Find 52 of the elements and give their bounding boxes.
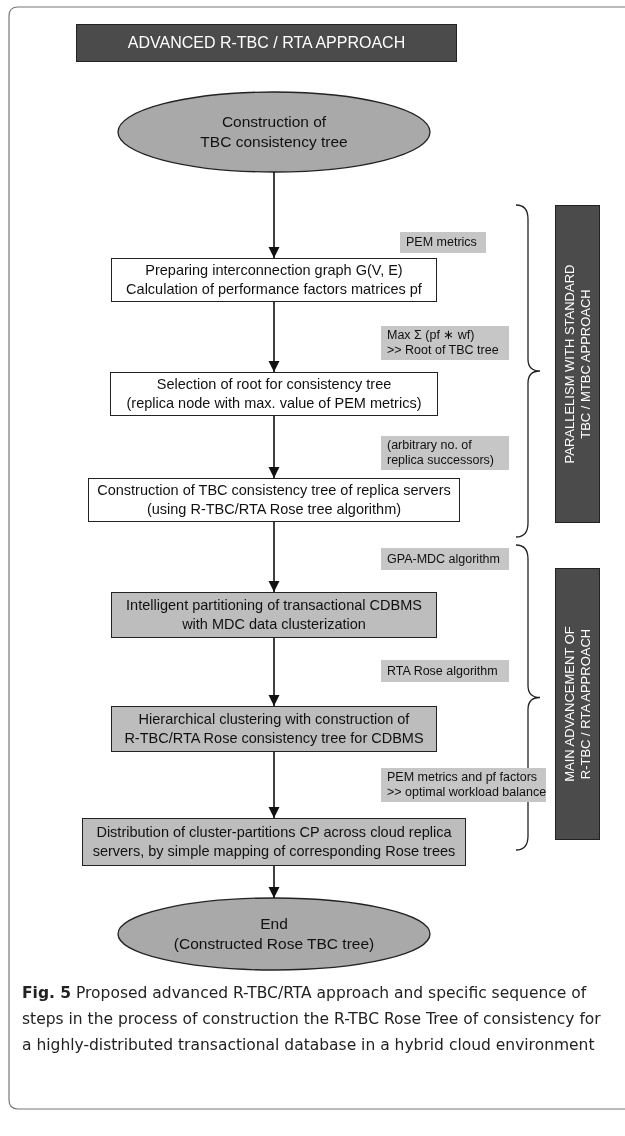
arrow bbox=[268, 171, 280, 259]
annotation-note bbox=[381, 326, 509, 360]
annotation-note bbox=[381, 660, 509, 682]
section-label: R-TBC / RTA APPROACH bbox=[577, 628, 594, 780]
step-text: R-TBC/RTA Rose consistency tree for CDBMS bbox=[124, 729, 424, 748]
note-text: replica successors) bbox=[387, 453, 494, 468]
process-box bbox=[111, 258, 437, 302]
note-text: PEM metrics bbox=[406, 235, 477, 250]
terminal-label: TBC consistency tree bbox=[200, 132, 348, 152]
step-text: Selection of root for consistency tree bbox=[156, 375, 392, 394]
terminal-label: End bbox=[260, 914, 288, 934]
arrow bbox=[268, 751, 280, 819]
section-label: PARALLELISM WITH STANDARD bbox=[561, 264, 578, 464]
process-box bbox=[111, 706, 437, 752]
step-text: (replica node with max. value of PEM metrics) bbox=[126, 394, 422, 413]
arrow bbox=[268, 521, 280, 593]
step-text: Distribution of cluster-partitions CP across cloud replica bbox=[96, 823, 452, 842]
arrow bbox=[268, 865, 280, 899]
note-text: (arbitrary no. of bbox=[387, 438, 472, 453]
section-label: TBC / MTBC APPROACH bbox=[577, 289, 594, 439]
step-text: Intelligent partitioning of transactional CDBMS bbox=[126, 596, 422, 615]
process-box bbox=[82, 818, 466, 866]
step-text: Preparing interconnection graph G(V, E) bbox=[145, 261, 403, 280]
step-text: Calculation of performance factors matrices pf bbox=[126, 280, 422, 299]
annotation-note bbox=[381, 768, 546, 802]
arrow bbox=[268, 415, 280, 479]
note-text: Max Σ (pf ∗ wf) bbox=[387, 328, 475, 343]
annotation-note bbox=[381, 436, 509, 470]
step-text: Hierarchical clustering with construction of bbox=[138, 710, 410, 729]
step-text: Construction of TBC consistency tree of replica servers bbox=[97, 481, 451, 500]
process-box bbox=[111, 592, 437, 638]
terminal-label: Construction of bbox=[221, 112, 327, 132]
terminal-label: (Constructed Rose TBC tree) bbox=[173, 934, 375, 954]
arrow bbox=[268, 637, 280, 707]
note-text: >> optimal workload balance bbox=[387, 785, 547, 800]
process-box bbox=[88, 478, 460, 522]
process-box bbox=[110, 372, 438, 416]
note-text: RTA Rose algorithm bbox=[387, 663, 498, 679]
annotation-note bbox=[381, 548, 509, 570]
title-banner: ADVANCED R-TBC / RTA APPROACH bbox=[76, 24, 457, 62]
arrow bbox=[268, 301, 280, 373]
note-text: PEM metrics and pf factors bbox=[387, 770, 538, 785]
note-text: GPA-MDC algorithm bbox=[387, 551, 500, 567]
annotation-note bbox=[400, 232, 486, 253]
section-bar bbox=[555, 568, 600, 840]
step-text: servers, by simple mapping of corresponding Rose trees bbox=[92, 842, 456, 861]
step-text: (using R-TBC/RTA Rose tree algorithm) bbox=[146, 500, 402, 519]
section-label: MAIN ADVANCEMENT OF bbox=[561, 626, 578, 782]
step-text: with MDC data clusterization bbox=[182, 615, 366, 634]
figure-caption: Fig. 5 Proposed advanced R-TBC/RTA approach and specific sequence of steps in the process of construction the R-TBC Rose Tree of consistency for a highly-distributed transactional database in a hybrid cloud environment bbox=[22, 983, 602, 1056]
section-bar bbox=[555, 205, 600, 523]
note-text: >> Root of TBC tree bbox=[387, 343, 499, 358]
